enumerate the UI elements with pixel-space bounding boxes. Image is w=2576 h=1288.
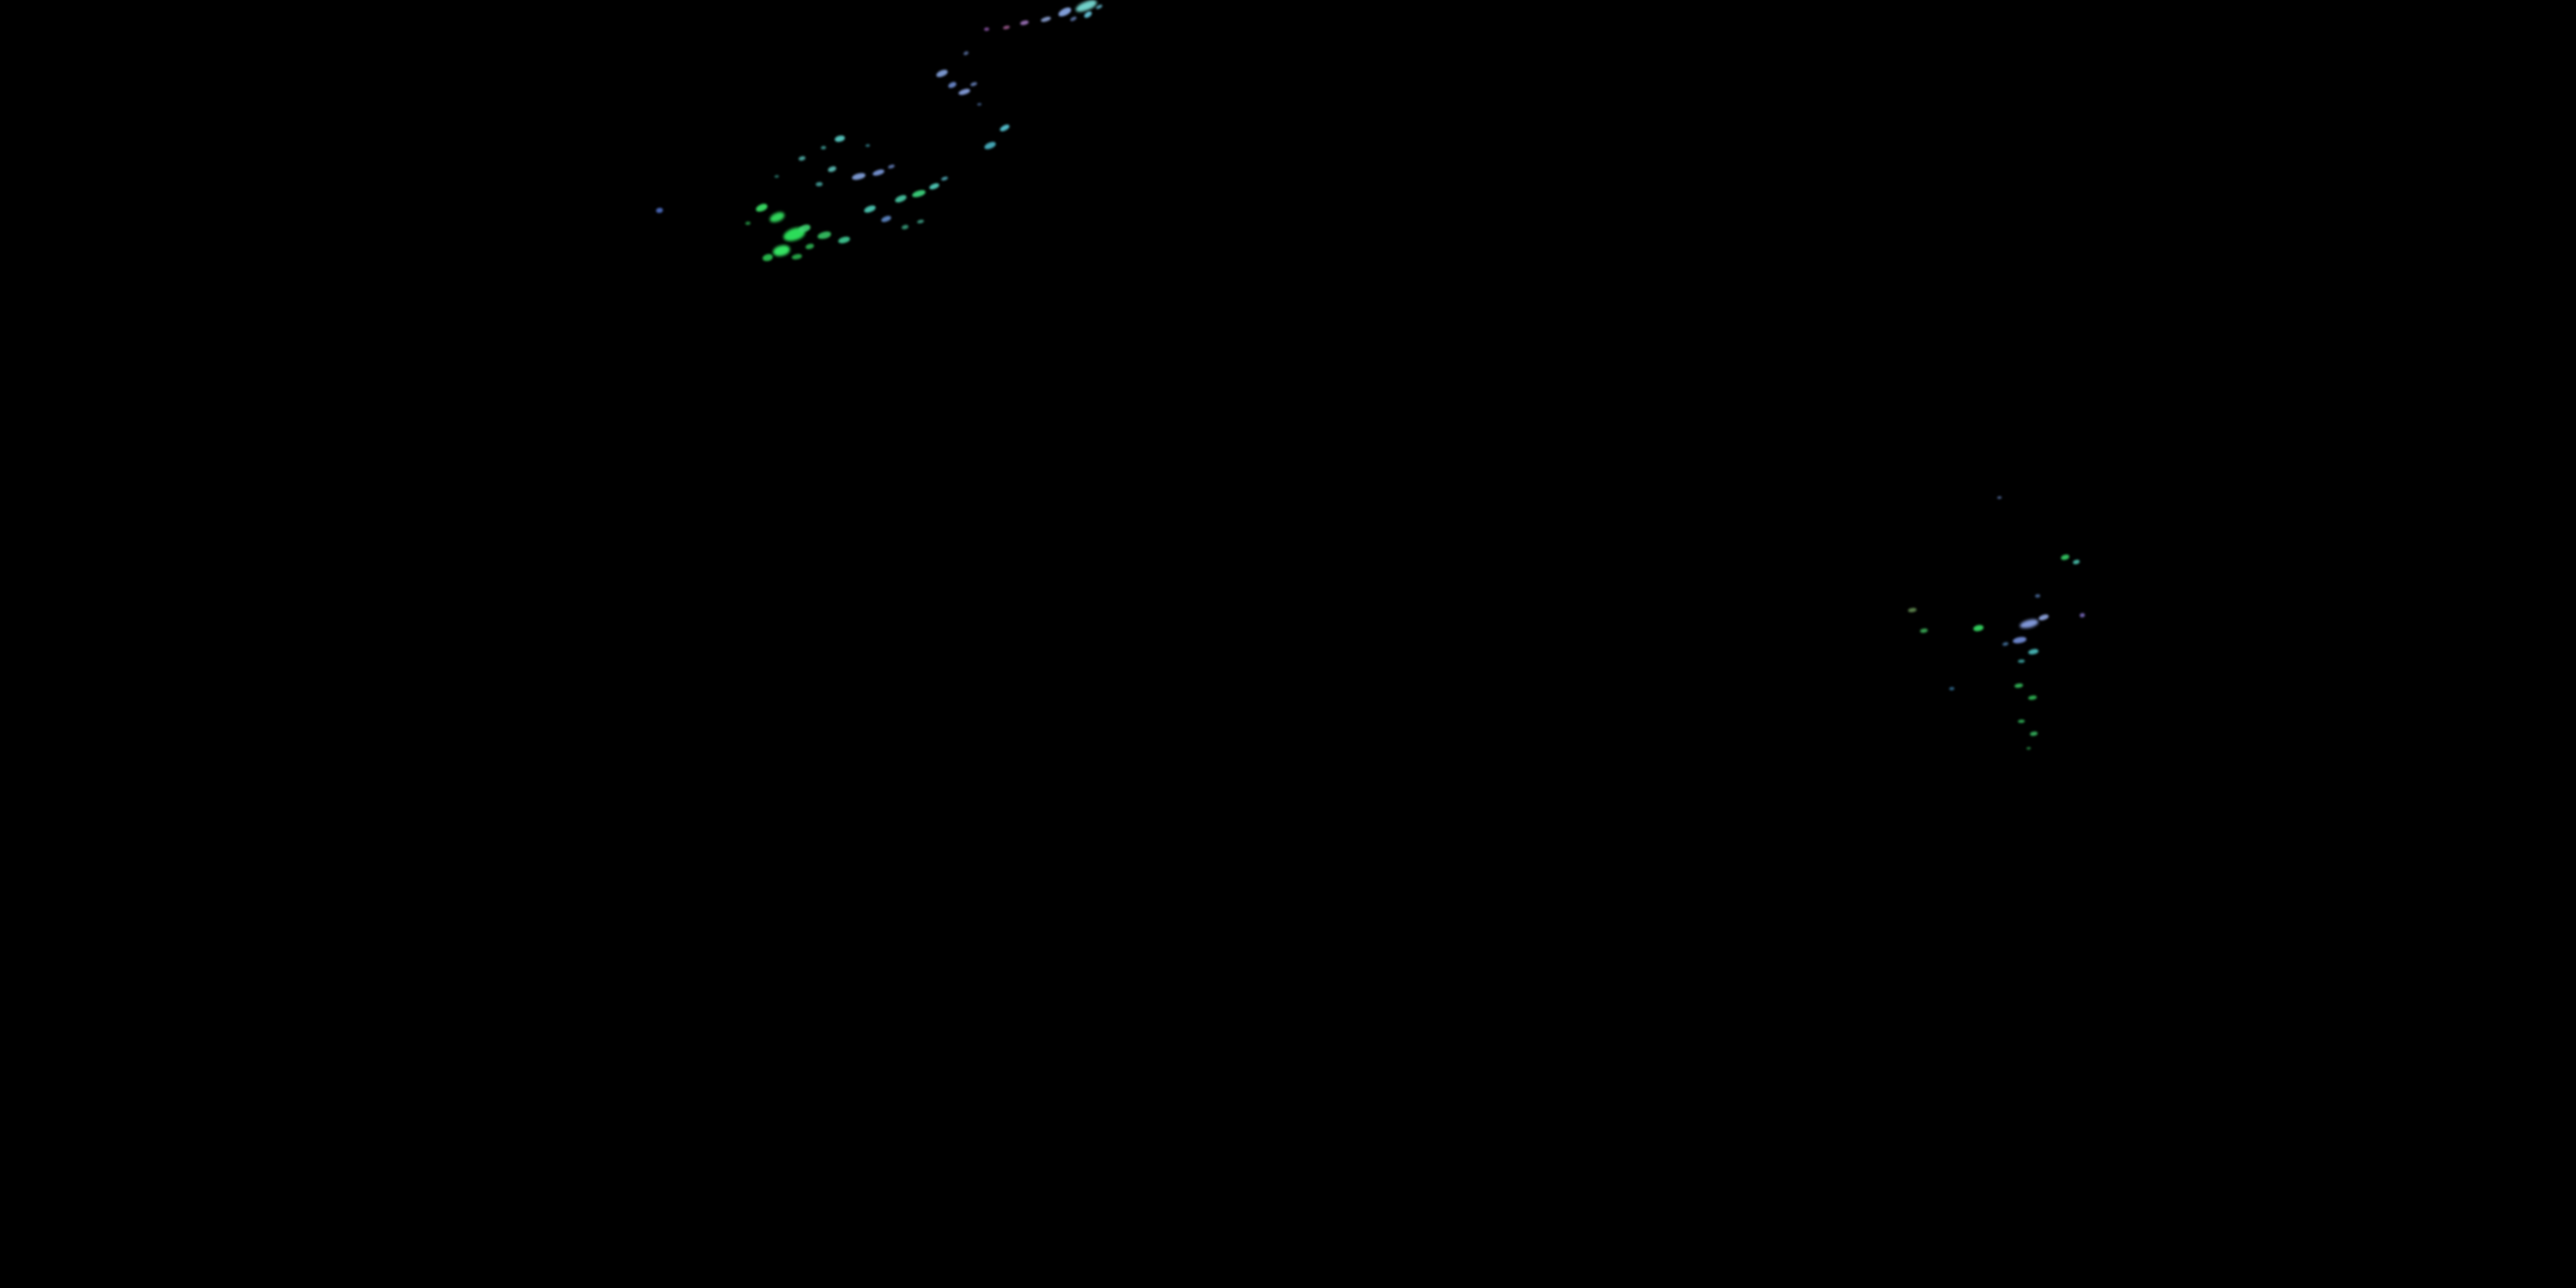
radar-echo-blob bbox=[2080, 613, 2085, 617]
radar-echo-blob bbox=[1095, 3, 1103, 10]
radar-echo-blob bbox=[916, 219, 925, 224]
radar-echo-blob bbox=[2018, 720, 2025, 723]
radar-echo-blob bbox=[866, 144, 870, 147]
radar-echo-blob bbox=[1057, 5, 1072, 19]
radar-echo-blob bbox=[2018, 659, 2025, 663]
radar-echo-blob bbox=[894, 193, 908, 204]
radar-echo-blob bbox=[983, 140, 997, 151]
radar-echo-blob bbox=[827, 165, 837, 173]
radar-echo-blob bbox=[984, 27, 989, 31]
radar-echo-blob bbox=[1019, 20, 1030, 26]
radar-echo-blob bbox=[755, 202, 769, 214]
radar-echo-blob bbox=[772, 244, 791, 258]
radar-echo-blob bbox=[821, 146, 826, 149]
radar-echo-blob bbox=[768, 210, 787, 224]
radar-echo-blob bbox=[1919, 628, 1929, 634]
radar-echo-blob bbox=[781, 225, 807, 244]
radar-echo-blob bbox=[837, 235, 851, 245]
radar-echo-blob bbox=[963, 51, 969, 56]
radar-echo-blob bbox=[1907, 607, 1917, 613]
radar-echo-blob bbox=[2035, 594, 2040, 598]
radar-echo-blob bbox=[947, 81, 957, 89]
radar-echo-blob bbox=[2002, 641, 2009, 647]
radar-echo-blob bbox=[1074, 0, 1098, 15]
radar-echo-blob bbox=[2027, 695, 2038, 701]
radar-echo-blob bbox=[872, 168, 885, 177]
radar-echo-blob bbox=[928, 182, 940, 191]
radar-echo-blob bbox=[1949, 687, 1954, 690]
radar-echo-blob bbox=[957, 88, 971, 96]
radar-echo-blob bbox=[762, 253, 774, 262]
radar-echo-blob bbox=[1972, 624, 1984, 632]
radar-echo-blob bbox=[911, 189, 927, 198]
radar-echo-blob bbox=[1040, 15, 1052, 23]
radar-echo-blob bbox=[2038, 613, 2050, 622]
radar-echo-blob bbox=[901, 224, 909, 230]
radar-echo-blob bbox=[2014, 683, 2024, 689]
radar-echo-blob bbox=[805, 243, 815, 250]
radar-echo-blob bbox=[977, 103, 981, 106]
radar-echo-blob bbox=[940, 176, 949, 181]
radar-echo-blob bbox=[2029, 731, 2038, 737]
radar-echo-blob bbox=[1069, 15, 1078, 22]
radar-echo-blob bbox=[2060, 554, 2070, 561]
radar-echo-blob bbox=[745, 222, 750, 225]
radar-echo-blob bbox=[791, 253, 803, 260]
radar-echo-blob bbox=[851, 172, 866, 181]
radar-echo-blob bbox=[817, 230, 832, 240]
radar-echo-blob bbox=[1002, 25, 1011, 30]
radar-echo-blob bbox=[2072, 559, 2081, 565]
radar-echo-blob bbox=[2019, 617, 2039, 630]
radar-echo-blob bbox=[2012, 635, 2027, 645]
radar-echo-blob bbox=[656, 208, 663, 213]
radar-echo-blob bbox=[999, 123, 1011, 133]
radar-echo-blob bbox=[2027, 648, 2039, 655]
radar-echo-blob bbox=[880, 215, 892, 223]
radar-echo-blob bbox=[798, 223, 811, 234]
radar-echo-blob bbox=[834, 135, 846, 143]
radar-echo-blob bbox=[969, 82, 978, 87]
radar-echo-blob bbox=[816, 182, 823, 186]
radar-echo-blob bbox=[798, 155, 806, 161]
radar-echo-blob bbox=[1997, 496, 2002, 499]
radar-echo-blob bbox=[935, 68, 949, 79]
radar-echo-blob bbox=[863, 204, 877, 214]
radar-echo-blob bbox=[887, 164, 896, 169]
radar-echo-blob bbox=[1083, 9, 1093, 20]
radar-echo-blob bbox=[2026, 747, 2031, 750]
radar-echo-blob bbox=[775, 175, 779, 178]
